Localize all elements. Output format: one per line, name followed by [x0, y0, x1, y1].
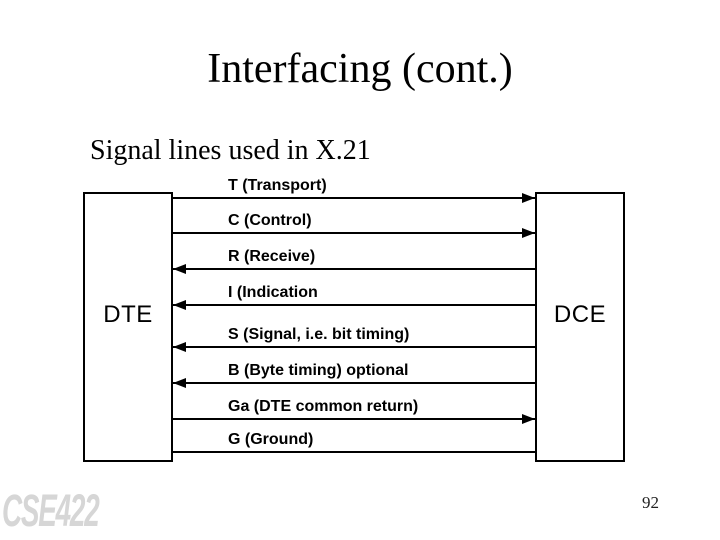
signal-row-byte-timing: B (Byte timing) optional: [0, 361, 720, 388]
watermark: CSE422: [2, 485, 100, 536]
signal-label: Ga (DTE common return): [228, 398, 419, 415]
signal-line: [173, 268, 535, 270]
dce-box: DCE: [535, 192, 625, 462]
signal-row-signal-timing: S (Signal, i.e. bit timing): [0, 325, 720, 352]
signal-line: [173, 418, 535, 420]
arrow-right-icon: [522, 228, 535, 238]
signal-line: [173, 304, 535, 306]
signal-label: I (Indication: [228, 284, 318, 301]
arrow-left-icon: [173, 342, 186, 352]
signal-label: G (Ground): [228, 431, 314, 448]
signal-line: [173, 346, 535, 348]
arrow-right-icon: [522, 414, 535, 424]
signal-row-ground: G (Ground): [0, 430, 720, 456]
dte-label: DTE: [103, 301, 153, 328]
signal-row-common-return: Ga (DTE common return): [0, 397, 720, 424]
slide-subtitle: Signal lines used in X.21: [90, 135, 371, 166]
dce-label: DCE: [553, 301, 607, 328]
signal-label: R (Receive): [228, 248, 316, 265]
signal-row-control: C (Control): [0, 211, 720, 238]
arrow-left-icon: [173, 378, 186, 388]
arrow-left-icon: [173, 300, 186, 310]
signal-row-receive: R (Receive): [0, 247, 720, 274]
signal-line: [173, 382, 535, 384]
signal-row-transport: T (Transport): [0, 176, 720, 203]
arrow-right-icon: [522, 193, 535, 203]
signal-label: B (Byte timing) optional: [228, 362, 409, 379]
dte-box: DTE: [83, 192, 173, 462]
signal-label: S (Signal, i.e. bit timing): [228, 326, 410, 343]
signal-line: [173, 451, 535, 453]
signal-label: T (Transport): [228, 177, 327, 194]
signal-row-indication: I (Indication: [0, 283, 720, 310]
slide-title: Interfacing (cont.): [207, 46, 513, 92]
signal-line: [173, 197, 535, 199]
page-number: 92: [642, 493, 659, 512]
signal-label: C (Control): [228, 212, 312, 229]
signal-line: [173, 232, 535, 234]
arrow-left-icon: [173, 264, 186, 274]
